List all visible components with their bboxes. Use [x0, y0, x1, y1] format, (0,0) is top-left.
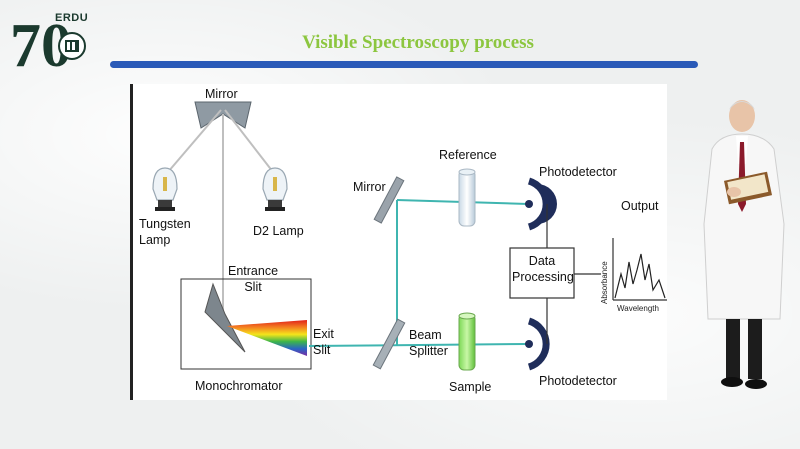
beam-splitter [372, 318, 406, 370]
label-tungsten-line1: Tungsten [139, 217, 191, 231]
tungsten-lamp-icon [152, 167, 178, 211]
d2-lamp-icon [262, 167, 288, 211]
logo-graphic: 70 [10, 12, 86, 80]
label-monochromator: Monochromator [195, 379, 283, 393]
label-tungsten-line2: Lamp [139, 232, 171, 247]
label-photodetector-bottom: Photodetector [539, 374, 617, 388]
label-exit-line1: Exit [313, 327, 334, 341]
presenter-figure [700, 94, 800, 394]
data-processing-box [509, 247, 575, 299]
label-exit-slit: Exit Slit [313, 327, 334, 358]
reference-cuvette [458, 168, 476, 227]
label-data-line1: Data [528, 254, 556, 268]
label-photodetector-top: Photodetector [539, 165, 617, 179]
middle-mirror [373, 176, 405, 224]
photodetector-top-icon [525, 177, 557, 231]
label-output: Output [621, 199, 659, 213]
label-sample: Sample [449, 380, 492, 394]
sample-cuvette [458, 312, 476, 371]
label-reference: Reference [439, 148, 497, 162]
wavelength-axis-label: Wavelength [617, 304, 659, 313]
ray-d2-to-mirror [224, 109, 274, 173]
label-top-mirror: Mirror [205, 87, 238, 101]
presenter-graphic [703, 100, 785, 389]
logo: 70 ERDU [8, 4, 108, 80]
label-data-processing: Data Processing [512, 254, 574, 285]
label-d2-lamp: D2 Lamp [253, 224, 304, 238]
ray-tungsten-to-mirror [167, 109, 222, 173]
output-spectrum-plot: Absorbance Wavelength [600, 238, 667, 313]
title-underline-bar [110, 61, 698, 68]
diffraction-grating [204, 282, 246, 353]
absorbance-axis-label: Absorbance [600, 261, 609, 304]
label-beam-splitter: Beam Splitter [409, 328, 448, 359]
label-entrance-line1: Entrance [228, 264, 279, 278]
label-tungsten-lamp: Tungsten Lamp [139, 217, 191, 248]
label-beam-line2: Splitter [409, 343, 448, 358]
photodetector-bottom-icon [525, 317, 550, 371]
label-middle-mirror: Mirror [353, 180, 386, 194]
dispersed-spectrum [227, 320, 307, 356]
diagram-graphics: Absorbance Wavelength [152, 101, 667, 371]
monochromator-box [180, 278, 312, 370]
label-data-line2: Processing [512, 269, 574, 284]
slide-title: Visible Spectroscopy process [302, 32, 534, 53]
beam-exit-to-detector [308, 343, 529, 347]
label-beam-line1: Beam [409, 328, 442, 342]
spectroscopy-diagram: Absorbance Wavelength Mirror Tungsten La… [130, 84, 667, 400]
label-entrance-slit: Entrance Slit [228, 264, 278, 295]
label-exit-line2: Slit [313, 342, 331, 357]
logo-tag: ERDU [55, 12, 89, 24]
label-entrance-line2: Slit [244, 279, 262, 294]
